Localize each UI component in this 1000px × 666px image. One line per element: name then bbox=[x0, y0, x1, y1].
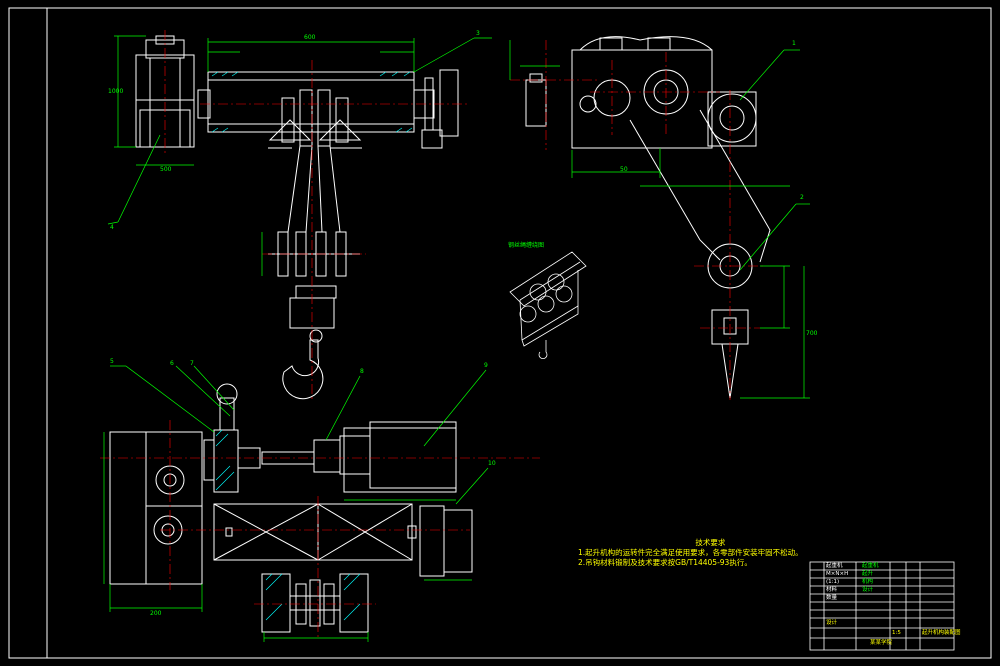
view-drum-assembly bbox=[135, 35, 459, 400]
dim-right-height: 700 bbox=[806, 330, 818, 337]
tb-row-1: 起重机 bbox=[826, 563, 843, 569]
callout-1: 1 bbox=[792, 40, 796, 47]
tb-row-2: M×N×H bbox=[826, 571, 849, 577]
reeving-diagram bbox=[509, 251, 587, 360]
callout-8: 8 bbox=[360, 368, 364, 375]
callout-7: 7 bbox=[190, 360, 194, 367]
callout-3: 3 bbox=[476, 30, 480, 37]
tech-req-item-2: 2.吊钩材料锻制及技术要求按GB/T14405-93执行。 bbox=[578, 558, 752, 567]
tech-req-title: 技术要求 bbox=[695, 538, 726, 547]
reeving-label: 钢丝绳缠绕图 bbox=[508, 242, 545, 249]
view-side-elevation bbox=[525, 36, 771, 399]
tb-mid-1: 起重机 bbox=[862, 563, 879, 569]
tech-req-item-1: 1.起升机构的运转件完全满足使用要求，各零部件安装牢固不松动。 bbox=[578, 548, 803, 557]
outer-border bbox=[8, 7, 992, 659]
tb-row-4: 材料 bbox=[826, 587, 838, 593]
dim-left-width: 500 bbox=[160, 166, 172, 173]
tb-mid-3: 机构 bbox=[862, 579, 874, 585]
tb-row-5: 数量 bbox=[826, 595, 838, 601]
callout-9: 9 bbox=[484, 362, 488, 369]
tb-mid-2: 起升 bbox=[862, 571, 874, 577]
dim-bottom-width: 200 bbox=[150, 610, 162, 617]
tb-row-3: (1:1) bbox=[826, 579, 840, 585]
dim-top-width: 600 bbox=[304, 34, 316, 41]
dimensions-top-left bbox=[107, 35, 492, 276]
dim-left-height: 1000 bbox=[108, 88, 124, 95]
view-plan bbox=[109, 383, 473, 633]
hatch-plan bbox=[215, 429, 361, 621]
callout-5: 5 bbox=[110, 358, 114, 365]
center-lines-plan bbox=[100, 420, 540, 640]
center-lines-top-right bbox=[510, 40, 766, 400]
title-block bbox=[809, 561, 955, 651]
tb-drawing-name: 起升机构装配图 bbox=[922, 630, 961, 636]
callout-6: 6 bbox=[170, 360, 174, 367]
callout-2: 2 bbox=[800, 194, 804, 201]
dimensions-plan bbox=[103, 365, 489, 642]
center-lines-top-left bbox=[164, 30, 470, 400]
drum-hatch bbox=[211, 71, 413, 133]
callout-10: 10 bbox=[488, 460, 496, 467]
tb-designer: 设计 bbox=[826, 620, 838, 626]
callout-4: 4 bbox=[110, 224, 114, 231]
tb-scale: 1:5 bbox=[892, 630, 901, 636]
inner-border bbox=[46, 7, 992, 659]
tb-mid-4: 设计 bbox=[862, 587, 874, 593]
tb-school: 某某学院 bbox=[870, 640, 893, 646]
tech-requirements: 技术要求 1.起升机构的运转件完全满足使用要求，各零部件安装牢固不松动。 2.吊… bbox=[578, 538, 803, 568]
dim-small: 50 bbox=[620, 166, 628, 173]
dimensions-top-right bbox=[509, 40, 810, 399]
